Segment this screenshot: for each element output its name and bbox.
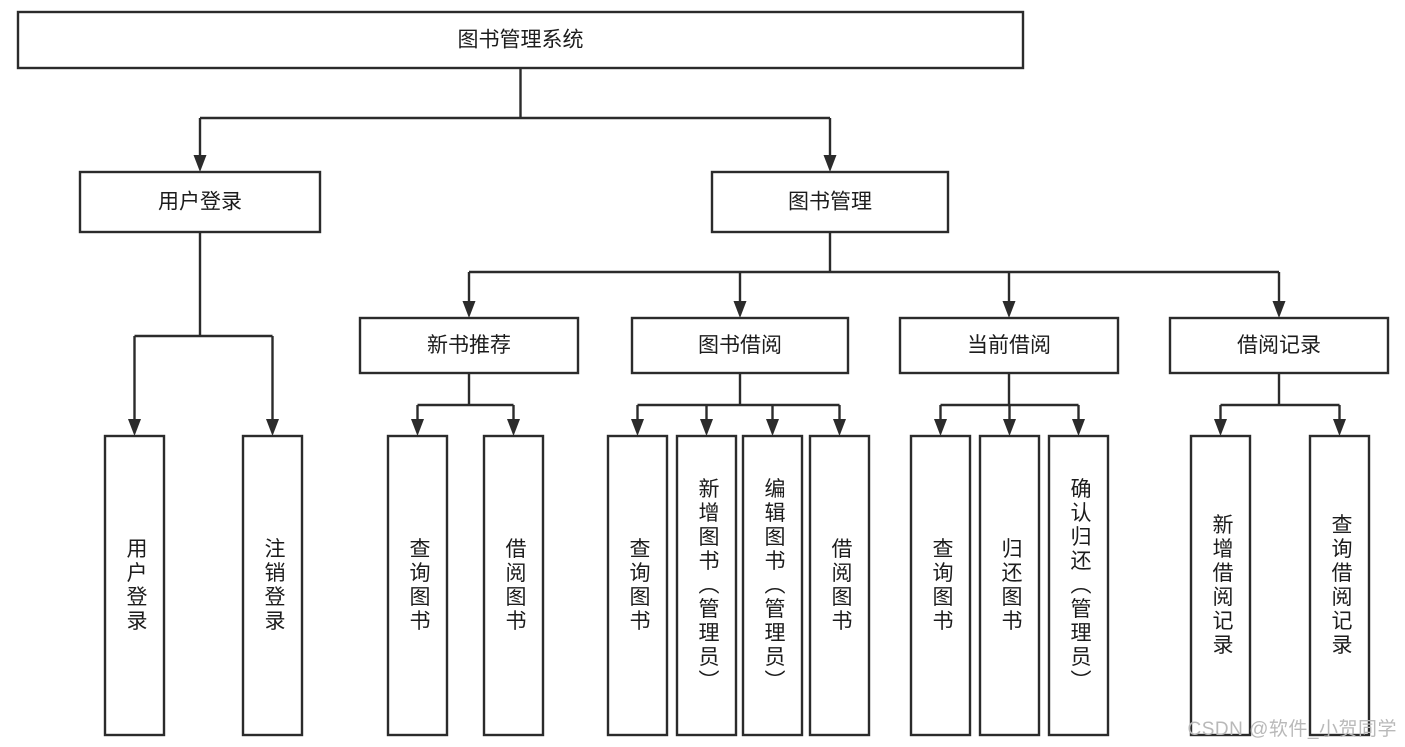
node-new-book-recommend[interactable]: 新书推荐: [358, 316, 580, 375]
node-add-borrow-record[interactable]: 新增借阅记录: [1189, 434, 1252, 737]
node-box: [741, 434, 804, 737]
arrow-head-icon: [1072, 419, 1085, 436]
node-label: 借阅记录: [1237, 334, 1321, 357]
node-root[interactable]: 图书管理系统: [16, 10, 1025, 70]
node-label: 用户登录: [124, 538, 148, 634]
node-label: 编辑图书（管理员）: [762, 478, 786, 694]
node-box: [675, 434, 738, 737]
node-box: [482, 434, 545, 737]
node-label: 归还图书: [999, 538, 1023, 634]
node-box: [909, 434, 972, 737]
node-box: [78, 170, 322, 234]
arrow-head-icon: [733, 301, 747, 318]
node-label: 借阅图书: [503, 538, 527, 634]
arrow-head-icon: [1002, 301, 1016, 318]
node-label: 查询借阅记录: [1329, 514, 1353, 658]
node-box: [1189, 434, 1252, 737]
node-label: 新书推荐: [427, 334, 511, 357]
arrow-head-icon: [266, 419, 279, 436]
node-box: [898, 316, 1120, 375]
arrow-head-icon: [462, 301, 476, 318]
arrow-head-icon: [193, 155, 207, 172]
node-borrow-record[interactable]: 借阅记录: [1168, 316, 1390, 375]
node-box: [808, 434, 871, 737]
arrow-head-icon: [128, 419, 141, 436]
node-label: 用户登录: [158, 191, 242, 214]
arrow-head-icon: [631, 419, 644, 436]
node-user-login-do[interactable]: 用户登录: [103, 434, 166, 737]
arrow-head-icon: [411, 419, 424, 436]
node-label: 当前借阅: [967, 334, 1051, 357]
node-label: 注销登录: [262, 538, 286, 634]
node-box: [630, 316, 850, 375]
node-edit-book-admin[interactable]: 编辑图书（管理员）: [741, 434, 804, 737]
node-box: [1308, 434, 1371, 737]
node-box: [16, 10, 1025, 70]
node-query-book-1[interactable]: 查询图书: [386, 434, 449, 737]
node-label: 查询图书: [407, 538, 431, 634]
arrow-head-icon: [700, 419, 713, 436]
node-borrow-book-2[interactable]: 借阅图书: [808, 434, 871, 737]
node-box: [978, 434, 1041, 737]
node-label: 查询图书: [627, 538, 651, 634]
arrow-head-icon: [1333, 419, 1346, 436]
node-box: [241, 434, 304, 737]
arrow-head-icon: [1214, 419, 1227, 436]
arrow-head-icon: [934, 419, 947, 436]
arrow-head-icon: [507, 419, 520, 436]
node-book-borrow[interactable]: 图书借阅: [630, 316, 850, 375]
node-box: [358, 316, 580, 375]
node-label: 图书管理系统: [458, 29, 584, 52]
node-label: 图书借阅: [698, 334, 782, 357]
arrow-head-icon: [833, 419, 846, 436]
node-box: [1047, 434, 1110, 737]
node-label: 查询图书: [930, 538, 954, 634]
node-query-borrow-record[interactable]: 查询借阅记录: [1308, 434, 1371, 737]
node-add-book-admin[interactable]: 新增图书（管理员）: [675, 434, 738, 737]
node-book-manage[interactable]: 图书管理: [710, 170, 950, 234]
node-query-book-2[interactable]: 查询图书: [606, 434, 669, 737]
node-confirm-return-admin[interactable]: 确认归还（管理员）: [1047, 434, 1110, 737]
node-label: 新增借阅记录: [1210, 514, 1234, 658]
node-query-book-3[interactable]: 查询图书: [909, 434, 972, 737]
node-user-login[interactable]: 用户登录: [78, 170, 322, 234]
node-user-logout[interactable]: 注销登录: [241, 434, 304, 737]
node-box: [386, 434, 449, 737]
node-label: 新增图书（管理员）: [696, 478, 720, 694]
node-label: 图书管理: [788, 191, 872, 214]
arrow-head-icon: [766, 419, 779, 436]
arrow-head-icon: [823, 155, 837, 172]
node-box: [710, 170, 950, 234]
nodes-layer: 图书管理系统用户登录用户登录注销登录图书管理新书推荐查询图书借阅图书图书借阅查询…: [16, 10, 1390, 737]
node-box: [1168, 316, 1390, 375]
node-label: 确认归还（管理员）: [1068, 478, 1092, 694]
arrow-head-icon: [1003, 419, 1016, 436]
node-current-borrow[interactable]: 当前借阅: [898, 316, 1120, 375]
node-borrow-book-1[interactable]: 借阅图书: [482, 434, 545, 737]
arrow-head-icon: [1272, 301, 1286, 318]
node-return-book[interactable]: 归还图书: [978, 434, 1041, 737]
connectors-layer: [128, 68, 1346, 436]
node-label: 借阅图书: [829, 538, 853, 634]
node-box: [606, 434, 669, 737]
node-box: [103, 434, 166, 737]
